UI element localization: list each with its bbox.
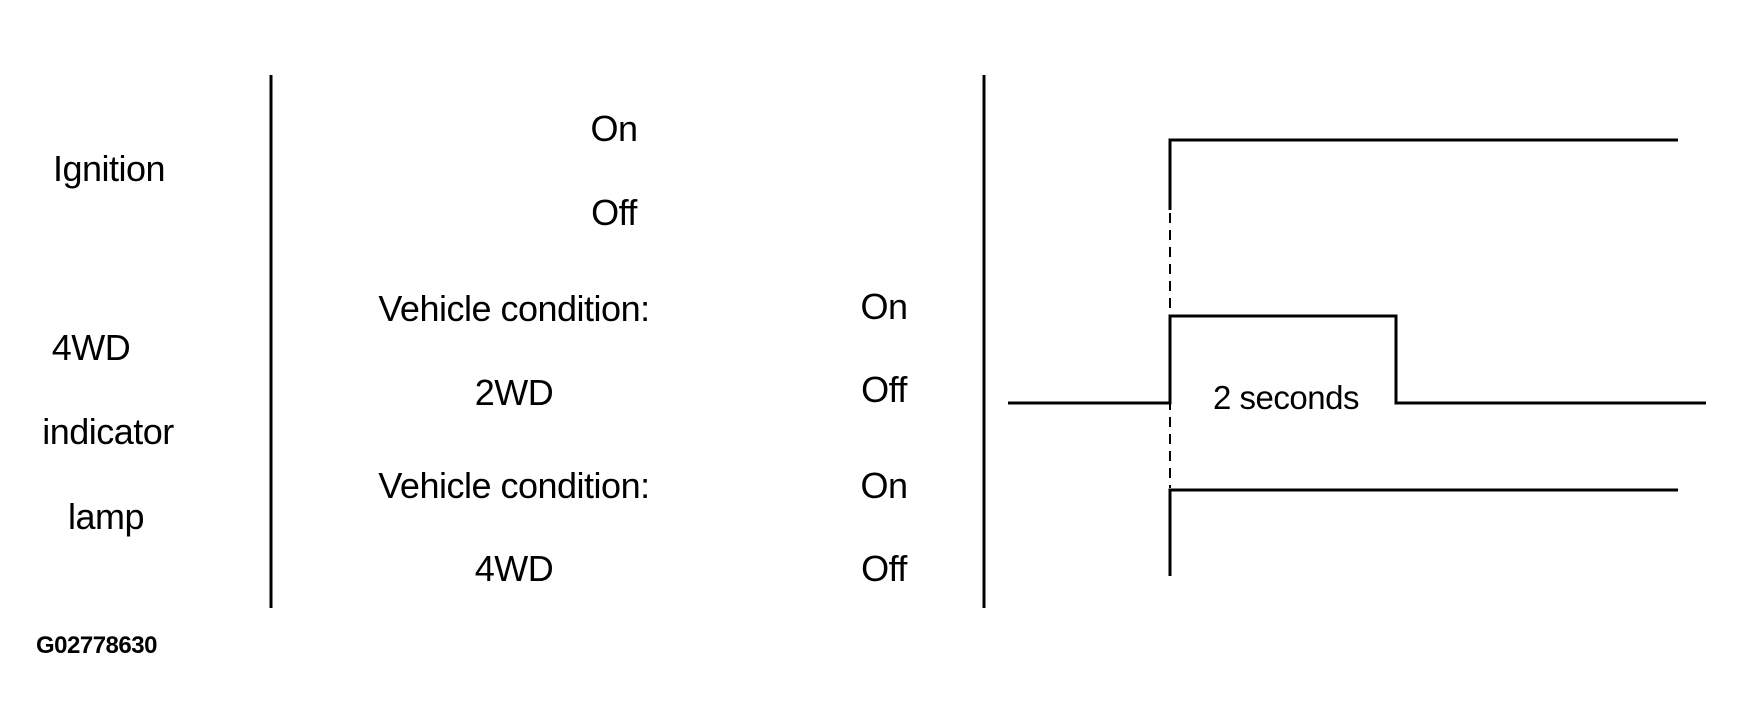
lamp-label-line-1: 4WD xyxy=(51,327,131,368)
condition-4wd-label-line-1: Vehicle condition: xyxy=(378,465,650,506)
ignition-off-label: Off xyxy=(591,192,637,233)
lamp-4wd-waveform xyxy=(1168,488,1678,576)
condition-2wd-label-line-1: Vehicle condition: xyxy=(378,288,650,329)
lamp-label-line-3: lamp xyxy=(67,496,145,537)
ignition-waveform xyxy=(1168,138,1678,210)
lamp-2wd-waveform xyxy=(1008,314,1706,405)
pulse-duration-label: 2 seconds xyxy=(1213,379,1359,416)
ignition-label: Ignition xyxy=(52,148,166,189)
ignition-on-label: On xyxy=(590,108,638,149)
condition-2wd-on-label: On xyxy=(860,286,908,327)
condition-2wd-off-label: Off xyxy=(861,369,907,410)
figure-id: G02778630 xyxy=(36,632,157,659)
lamp-label-line-2: indicator xyxy=(42,411,174,452)
condition-4wd-off-label: Off xyxy=(861,548,907,589)
condition-4wd-on-label: On xyxy=(860,465,908,506)
condition-2wd-label-line-2: 2WD xyxy=(474,372,554,413)
condition-4wd-label-line-2: 4WD xyxy=(474,548,554,589)
